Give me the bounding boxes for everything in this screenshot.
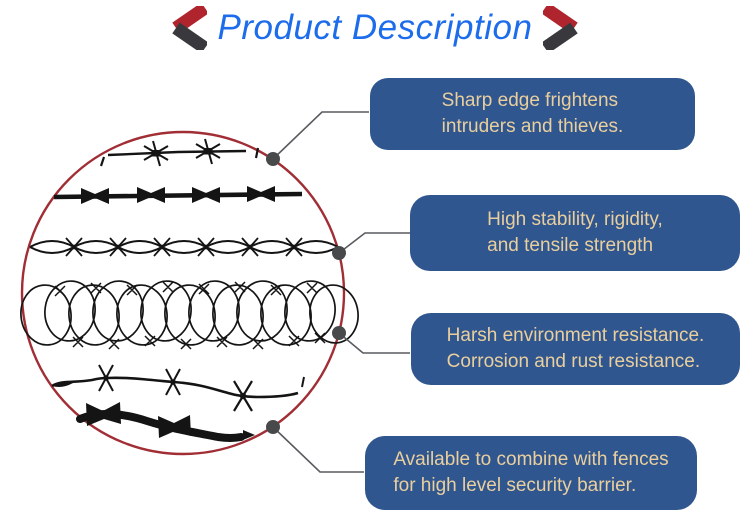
callout-text-line: High stability, rigidity, bbox=[487, 209, 663, 230]
left-chevron-icon bbox=[171, 6, 207, 50]
callout-text-line: Corrosion and rust resistance. bbox=[446, 351, 701, 372]
connector-dot bbox=[332, 246, 346, 260]
callout-text-line: and tensile strength bbox=[487, 235, 654, 256]
callout-text-line: for high level security barrier. bbox=[393, 475, 637, 496]
wire-single-strand-icon bbox=[99, 138, 260, 167]
magnifier-circle bbox=[20, 130, 346, 456]
wire-double-twist-icon bbox=[29, 237, 339, 257]
wire-concertina-coil-icon bbox=[20, 280, 359, 350]
callout-connectors bbox=[272, 111, 410, 473]
connector-dot bbox=[332, 326, 346, 340]
wire-razor-tape-icon bbox=[53, 186, 303, 204]
right-chevron-icon bbox=[543, 6, 579, 50]
wire-hand-drawn-barbed-icon bbox=[51, 364, 305, 412]
connector-dot bbox=[266, 152, 280, 166]
wire-bold-tape-icon bbox=[76, 402, 255, 442]
callout-stability: High stability, rigidity, and tensile st… bbox=[410, 195, 740, 271]
callout-text-line: Harsh environment resistance. bbox=[446, 325, 705, 346]
connector-dots bbox=[266, 152, 346, 434]
callout-text-line: intruders and thieves. bbox=[441, 116, 624, 137]
callout-resistance: Harsh environment resistance. Corrosion … bbox=[411, 313, 740, 385]
section-header: Product Description bbox=[0, 2, 750, 54]
connector-dot bbox=[266, 420, 280, 434]
callout-sharp-edge: Sharp edge frightens intruders and thiev… bbox=[370, 78, 695, 150]
page-title: Product Description bbox=[217, 8, 533, 47]
callout-text-line: Sharp edge frightens bbox=[441, 90, 619, 111]
callout-text-line: Available to combine with fences bbox=[393, 449, 669, 470]
callout-combine-fences: Available to combine with fences for hig… bbox=[365, 436, 697, 510]
